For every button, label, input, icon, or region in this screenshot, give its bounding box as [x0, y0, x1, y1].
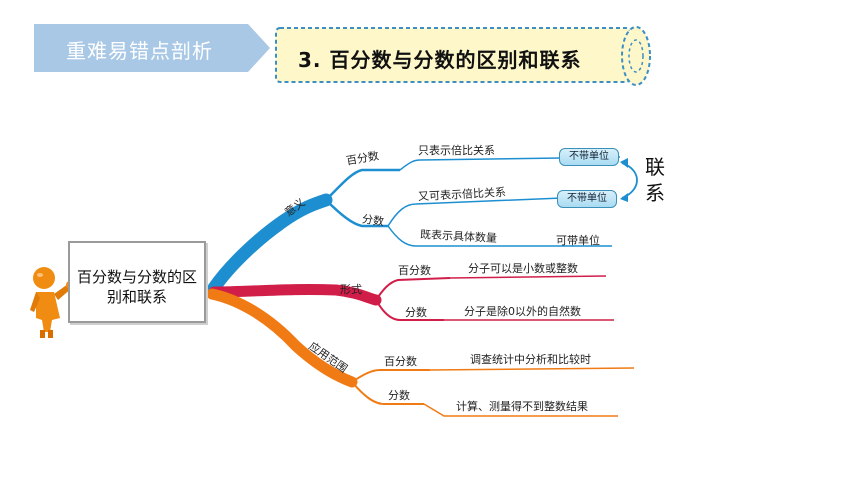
form-fraction-leaf: 分子是除0以外的自然数 [464, 305, 581, 318]
header-graphics [34, 24, 651, 86]
center-topic: 百分数与分数的区别和联系 [76, 268, 197, 306]
relation-char-2: 系 [645, 181, 665, 205]
meaning-fraction-label: 分数 [361, 212, 385, 229]
form-fraction-label: 分数 [405, 306, 427, 319]
meaning-percent-tag: 不带单位 [559, 148, 619, 166]
meaning-fraction-tag: 不带单位 [557, 190, 617, 208]
usage-percent-label: 百分数 [384, 355, 417, 368]
form-percent-leaf: 分子可以是小数或整数 [468, 262, 578, 275]
branch-form-trunk [208, 283, 382, 306]
topic-title: 3. 百分数与分数的区别和联系 [298, 48, 582, 72]
usage-fraction-label: 分数 [388, 389, 410, 402]
relation-arc [621, 162, 638, 199]
topic-scroll [275, 27, 631, 83]
scroll-roll [621, 26, 651, 86]
branch-usage-trunk [206, 288, 358, 388]
relation-label: 联 系 [645, 154, 665, 206]
center-topic-board: 百分数与分数的区别和联系 [68, 241, 206, 323]
usage-fraction-leaf: 计算、测量得不到整数结果 [456, 400, 588, 413]
form-percent-label: 百分数 [398, 264, 431, 277]
meaning-percent-leaf: 只表示倍比关系 [418, 144, 495, 157]
branch-label-form: 形式 [340, 283, 362, 296]
section-tab-shape [34, 24, 270, 72]
meaning-fraction-leaf-2-value: 可带单位 [556, 234, 600, 247]
usage-percent-leaf: 调查统计中分析和比较时 [470, 353, 591, 366]
section-tab[interactable]: 重难易错点剖析 [66, 39, 213, 63]
relation-char-1: 联 [645, 155, 665, 179]
